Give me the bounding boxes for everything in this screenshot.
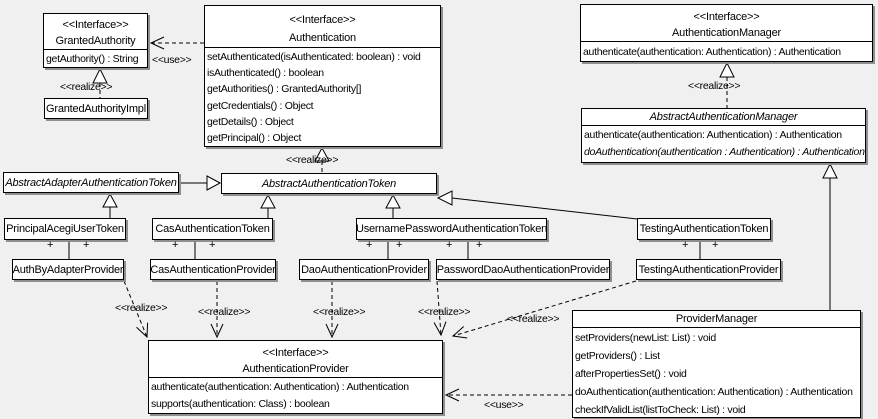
class-method: supports(authentication: Class) : boolea… [151, 398, 330, 411]
edge-realize-abstractauthenticationtoken-authentication [314, 146, 330, 173]
assoc-end-plus: + [172, 239, 179, 251]
class-granted-authority[interactable]: <<Interface>> GrantedAuthority getAuthor… [43, 13, 148, 68]
edge-label-realize: <<realize>> [313, 306, 366, 318]
assoc-end-plus: + [47, 239, 54, 251]
edge-label-realize: <<realize>> [418, 306, 471, 318]
class-abstract-authentication-manager[interactable]: AbstractAuthenticationManager authentica… [581, 108, 866, 163]
edge-generalization-testing-token [436, 190, 638, 220]
edge-realize-passworddaoauthenticationprovider [433, 280, 447, 337]
class-method: getAuthority() : String [46, 53, 139, 65]
class-stereotype: <<Interface>> [62, 19, 129, 31]
class-authentication-manager[interactable]: <<Interface>> AuthenticationManager auth… [580, 4, 873, 62]
class-name: AbstractAdapterAuthenticationToken [5, 176, 177, 189]
class-method: checkIfValidList(listToCheck: List) : vo… [575, 404, 746, 416]
assoc-end-plus: + [83, 239, 90, 251]
class-name: Authentication [289, 32, 356, 44]
edge-label-use: <<use>> [152, 54, 192, 66]
edge-realize-abstractauthenticationmanager-authenticationmanager [719, 61, 735, 108]
edge-label-realize: <<realize>> [60, 81, 113, 93]
class-method: setAuthenticated(isAuthenticated: boolea… [207, 51, 421, 63]
assoc-end-plus: + [476, 239, 483, 251]
class-cas-authentication-token[interactable]: CasAuthenticationToken [152, 218, 273, 240]
assoc-end-plus: + [446, 239, 453, 251]
class-method: getDetails() : Object [207, 115, 294, 128]
class-cas-authentication-provider[interactable]: CasAuthenticationProvider [150, 259, 276, 280]
class-authentication[interactable]: <<Interface>> Authentication setAuthenti… [204, 5, 441, 147]
class-method: getAuthorities() : GrantedAuthority[] [207, 83, 362, 96]
edge-generalization-providermanager-to-abstractauthenticationmanager [822, 162, 838, 310]
class-name: GrantedAuthorityImpl [46, 102, 146, 115]
class-method: getProviders() : List [575, 350, 660, 362]
edge-label-use: <<use>> [484, 399, 524, 411]
class-name: DaoAuthenticationProvider [301, 263, 427, 276]
class-method: afterPropertiesSet() : void [575, 368, 687, 380]
class-method: setProviders(newList: List) : void [575, 332, 716, 344]
class-dao-authentication-provider[interactable]: DaoAuthenticationProvider [299, 259, 429, 280]
class-authentication-provider[interactable]: <<Interface>> AuthenticationProvider aut… [148, 340, 443, 414]
class-stereotype: <<Interface>> [262, 347, 329, 359]
edge-label-realize: <<realize>> [286, 154, 339, 166]
class-name: CasAuthenticationProvider [150, 263, 276, 276]
class-name: ProviderManager [675, 313, 758, 325]
class-method: getPrincipal() : Object [207, 132, 302, 145]
edge-generalization-principal-token [102, 192, 118, 218]
edge-generalization-adapter-token-to-abstract-token [179, 175, 222, 191]
class-method: authenticate(authentication: Authenticat… [583, 46, 841, 58]
class-name: AuthenticationManager [672, 27, 781, 39]
class-provider-manager[interactable]: ProviderManager setProviders(newList: Li… [572, 310, 861, 418]
class-abstract-authentication-token[interactable]: AbstractAuthenticationToken [221, 173, 437, 194]
class-auth-by-adapter-provider[interactable]: AuthByAdapterProvider [12, 259, 124, 280]
class-password-dao-authentication-provider[interactable]: PasswordDaoAuthenticationProvider [436, 259, 610, 280]
class-stereotype: <<Interface>> [289, 14, 356, 26]
class-name: UsernamePasswordAuthenticationToken [355, 223, 548, 235]
class-name: PrincipalAcegiUserToken [6, 223, 124, 235]
assoc-end-plus: + [366, 239, 373, 251]
assoc-end-plus: + [712, 239, 719, 251]
edge-realize-grantedauthorityimpl [92, 67, 108, 98]
edge-label-realize: <<realize>> [507, 313, 560, 325]
class-method: doAuthentication(authentication: Authent… [575, 386, 853, 398]
class-username-password-authentication-token[interactable]: UsernamePasswordAuthenticationToken [356, 218, 547, 240]
class-name: CasAuthenticationToken [155, 223, 270, 235]
class-granted-authority-impl[interactable]: GrantedAuthorityImpl [44, 98, 148, 119]
assoc-end-plus: + [682, 239, 689, 251]
edge-realize-authbyadapterprovider [123, 280, 149, 339]
edge-generalization-usernamepassword-token [385, 193, 401, 218]
class-abstract-adapter-authentication-token[interactable]: AbstractAdapterAuthenticationToken [3, 172, 179, 193]
edge-realize-testingauthenticationprovider [451, 280, 637, 339]
class-testing-authentication-token[interactable]: TestingAuthenticationToken [637, 218, 771, 240]
edge-label-realize: <<realize>> [688, 80, 741, 92]
class-name: AbstractAuthenticationManager [649, 111, 798, 123]
assoc-end-plus: + [396, 239, 403, 251]
class-name: AuthByAdapterProvider [12, 263, 124, 276]
class-name: GrantedAuthority [55, 35, 136, 47]
class-testing-authentication-provider[interactable]: TestingAuthenticationProvider [636, 259, 781, 280]
class-method: authenticate(authentication: Authenticat… [151, 381, 409, 393]
class-method: authenticate(authentication: Authenticat… [584, 129, 842, 141]
class-stereotype: <<Interface>> [693, 11, 760, 23]
edge-generalization-cas-token [260, 193, 276, 218]
class-name: AuthenticationProvider [242, 363, 349, 375]
class-name: PasswordDaoAuthenticationProvider [436, 263, 610, 276]
class-method: isAuthenticated() : boolean [207, 67, 324, 80]
class-name: AbstractAuthenticationToken [261, 177, 397, 190]
assoc-end-plus: + [209, 239, 216, 251]
class-name: TestingAuthenticationToken [639, 223, 769, 235]
class-method: doAuthentication(authentication : Authen… [584, 145, 865, 158]
class-method: getCredentials() : Object [207, 99, 314, 112]
edge-label-realize: <<realize>> [198, 306, 251, 318]
edge-label-realize: <<realize>> [115, 302, 168, 314]
class-principal-acegi-user-token[interactable]: PrincipalAcegiUserToken [4, 218, 126, 240]
class-name: TestingAuthenticationProvider [638, 263, 779, 276]
